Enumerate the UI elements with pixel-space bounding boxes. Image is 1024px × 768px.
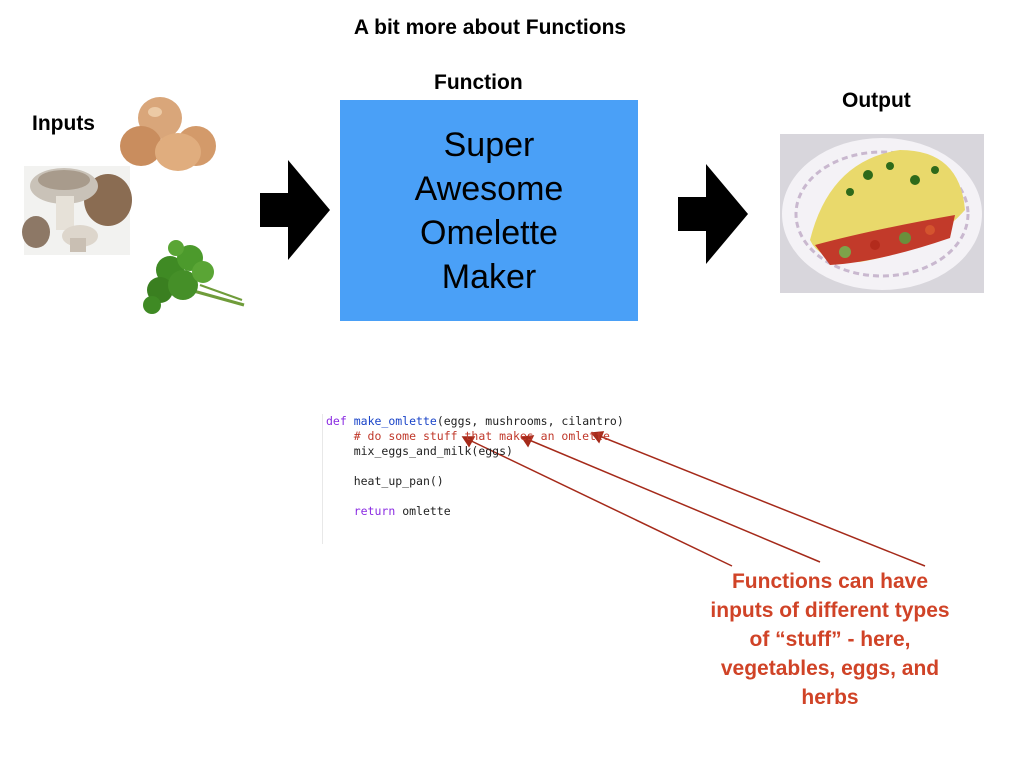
output-label: Output: [842, 89, 911, 112]
code-line-mix: mix_eggs_and_milk(eggs): [326, 444, 646, 459]
function-box-line: Omelette: [420, 213, 558, 252]
annotation-line: of “stuff” - here,: [749, 628, 911, 651]
annotation-note: Functions can have inputs of different t…: [680, 567, 980, 712]
code-line-blank: [326, 459, 646, 474]
function-box-line: Maker: [441, 257, 537, 296]
omelette-image: [780, 134, 984, 293]
right-arrow-icon: [678, 164, 748, 264]
code-line-return: return omlette: [326, 504, 646, 519]
mushrooms-image: [22, 166, 132, 255]
code-comment: # do some stuff that makes an omlette: [353, 429, 610, 443]
code-statement: mix_eggs_and_milk(eggs): [353, 444, 513, 458]
def-keyword: def: [326, 414, 347, 428]
code-line-comment: # do some stuff that makes an omlette: [326, 429, 646, 444]
function-label: Function: [434, 71, 523, 94]
function-params: (eggs, mushrooms, cilantro): [436, 414, 624, 428]
annotation-line: herbs: [801, 686, 859, 709]
eggs-image: [120, 97, 216, 171]
code-statement: heat_up_pan(): [353, 474, 444, 488]
code-line-blank: [326, 489, 646, 504]
code-line-def: def make_omlette(eggs, mushrooms, cilant…: [326, 414, 646, 429]
code-line-heat: heat_up_pan(): [326, 474, 646, 489]
code-snippet: def make_omlette(eggs, mushrooms, cilant…: [322, 414, 646, 544]
annotation-line: inputs of different types: [710, 599, 950, 622]
return-keyword: return: [353, 504, 396, 518]
function-box-line: Super: [443, 125, 535, 164]
function-box-line: Awesome: [414, 169, 564, 208]
function-name: make_omlette: [353, 414, 437, 428]
annotation-pointers: [461, 431, 926, 567]
function-box-text: Super Awesome Omelette Maker: [359, 123, 619, 299]
annotation-line: vegetables, eggs, and: [720, 657, 940, 680]
inputs-label: Inputs: [32, 112, 95, 135]
right-arrow-icon: [260, 160, 330, 260]
return-value: omlette: [402, 504, 451, 518]
function-box: Super Awesome Omelette Maker: [340, 100, 638, 321]
cilantro-image: [143, 240, 245, 314]
annotation-line: Functions can have: [731, 570, 929, 593]
slide-title: A bit more about Functions: [353, 16, 627, 39]
